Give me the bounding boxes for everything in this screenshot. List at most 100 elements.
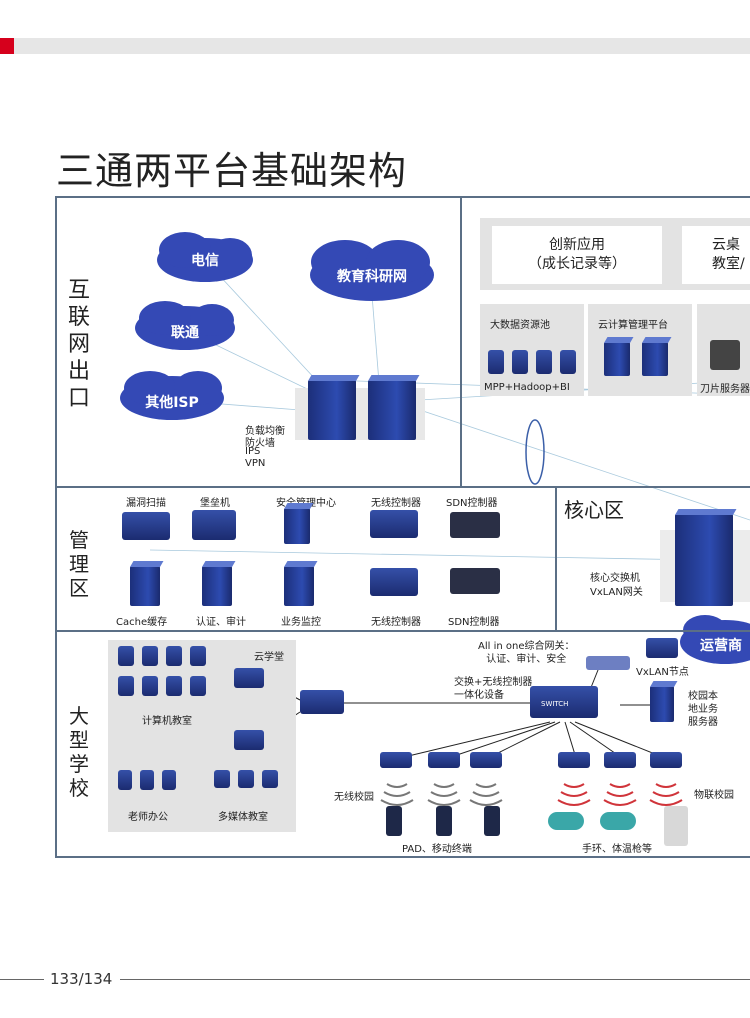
db-icon-3 — [536, 350, 552, 374]
access-switch-2 — [234, 730, 264, 750]
firewall-device-1 — [308, 380, 356, 440]
vxlan-node-label: VxLAN节点 — [636, 667, 689, 678]
db-icon-2 — [512, 350, 528, 374]
pad-icon-3 — [484, 806, 500, 836]
management-label: 管理区 — [69, 528, 89, 600]
cloud-unicom — [135, 301, 235, 350]
ap-icon — [380, 752, 412, 768]
school-frame — [55, 630, 750, 858]
pc-icon — [118, 646, 134, 666]
pc-icon — [190, 676, 206, 696]
ap-icon — [604, 752, 636, 768]
pc-icon — [142, 646, 158, 666]
footer-line-right — [120, 979, 750, 980]
db-icon-1 — [488, 350, 504, 374]
ap-icon — [470, 752, 502, 768]
mgmt-bottom-4: SDN控制器 — [448, 617, 500, 628]
core-switch — [675, 514, 733, 606]
mgmt-bottom-0: Cache缓存 — [116, 617, 168, 628]
cloud-mgmt-label: 云计算管理平台 — [598, 320, 668, 331]
core-switch-caption: 核心交换机 VxLAN网关 — [590, 573, 643, 598]
scan-device-icon — [122, 512, 170, 540]
campus-switch — [530, 686, 598, 718]
pc-icon — [166, 676, 182, 696]
pad-icon-1 — [386, 806, 402, 836]
media-pc-1 — [214, 770, 230, 788]
app-innovation-label: 创新应用 （成长记录等） — [528, 237, 626, 272]
ap-icon — [428, 752, 460, 768]
mgmt-top-4: SDN控制器 — [446, 498, 498, 509]
teacher-pc-2 — [140, 770, 154, 790]
firewall-caption-0: 负载均衡 — [245, 426, 285, 437]
firewall-caption-2: IPS — [245, 446, 261, 457]
mgmt-server-1 — [604, 342, 630, 376]
mgmt-top-0: 漏洞扫描 — [126, 498, 166, 509]
cloud-telecom — [157, 232, 253, 282]
gateway-device — [586, 656, 630, 670]
bastion-device-icon — [192, 510, 236, 540]
cache-server — [130, 566, 160, 606]
monitor-server — [284, 566, 314, 606]
pc-icon — [190, 646, 206, 666]
mgmt-bottom-2: 业务监控 — [281, 617, 321, 628]
thermometer-icon — [664, 806, 688, 846]
mpp-label: MPP+Hadoop+BI — [484, 382, 570, 393]
cloud-hall-label: 云学堂 — [254, 652, 284, 663]
blade-label: 刀片服务器 — [700, 384, 750, 395]
app-box-innovation — [492, 226, 662, 284]
db-icon-4 — [560, 350, 576, 374]
cloud-edu — [310, 240, 434, 301]
cloud-label-isp: 其他ISP — [145, 395, 199, 411]
teacher-office-label: 老师办公 — [128, 812, 168, 823]
page-number: 133/134 — [50, 970, 113, 988]
classroom-area — [108, 640, 296, 832]
school-label: 大型学校 — [69, 704, 89, 800]
blade-server-icon — [710, 340, 740, 370]
mgmt-bottom-3: 无线控制器 — [371, 617, 421, 628]
sec-center-server — [284, 508, 310, 544]
mgmt-top-3: 无线控制器 — [371, 498, 421, 509]
local-server — [650, 686, 674, 722]
aggregation-switch — [300, 690, 344, 714]
app-box-cloud-desktop — [682, 226, 750, 284]
media-room-label: 多媒体教室 — [218, 812, 268, 823]
pc-icon — [142, 676, 158, 696]
cloud-label-operator: 运营商 — [700, 638, 742, 654]
footer-line-left — [0, 979, 44, 980]
wireless-campus-label: 无线校园 — [334, 792, 374, 803]
cloud-label-telecom: 电信 — [191, 253, 219, 269]
mgmt-server-2 — [642, 342, 668, 376]
top-bar — [0, 38, 750, 54]
gateway-label: All in one综合网关： 认证、审计、安全 — [478, 641, 575, 665]
mgmt-top-1: 堡垒机 — [200, 498, 230, 509]
pc-icon — [166, 646, 182, 666]
pad-label: PAD、移动终端 — [402, 844, 472, 855]
teacher-pc-1 — [118, 770, 132, 790]
iot-campus-label: 物联校园 — [694, 790, 734, 801]
ap-icon — [650, 752, 682, 768]
bigdata-label: 大数据资源池 — [490, 320, 550, 331]
computer-grid — [118, 646, 218, 704]
wristband-icon-1 — [548, 812, 584, 830]
page-title: 三通两平台基础架构 — [56, 149, 408, 193]
accent-block — [0, 38, 14, 54]
switch-text: SWITCH — [541, 700, 569, 708]
pad-icon-2 — [436, 806, 452, 836]
cloud-label-edu: 教育科研网 — [337, 269, 407, 285]
sdn-top-icon — [450, 512, 500, 538]
firewall-caption-3: VPN — [245, 458, 266, 469]
local-server-label: 校园本 地业务 服务器 — [688, 691, 718, 728]
computer-room-label: 计算机教室 — [142, 716, 192, 727]
media-pc-2 — [238, 770, 254, 788]
ap-icon — [558, 752, 590, 768]
pc-icon — [118, 676, 134, 696]
core-label: 核心区 — [564, 498, 624, 522]
mgmt-bottom-1: 认证、审计 — [196, 617, 246, 628]
firewall-device-2 — [368, 380, 416, 440]
vxlan-node-icon — [646, 638, 678, 658]
sdn-bottom-icon — [450, 568, 500, 594]
wristband-icon-2 — [600, 812, 636, 830]
internet-label: 互联网出口 — [67, 278, 90, 411]
firewall-caption-1: 防火墙 — [245, 438, 275, 449]
